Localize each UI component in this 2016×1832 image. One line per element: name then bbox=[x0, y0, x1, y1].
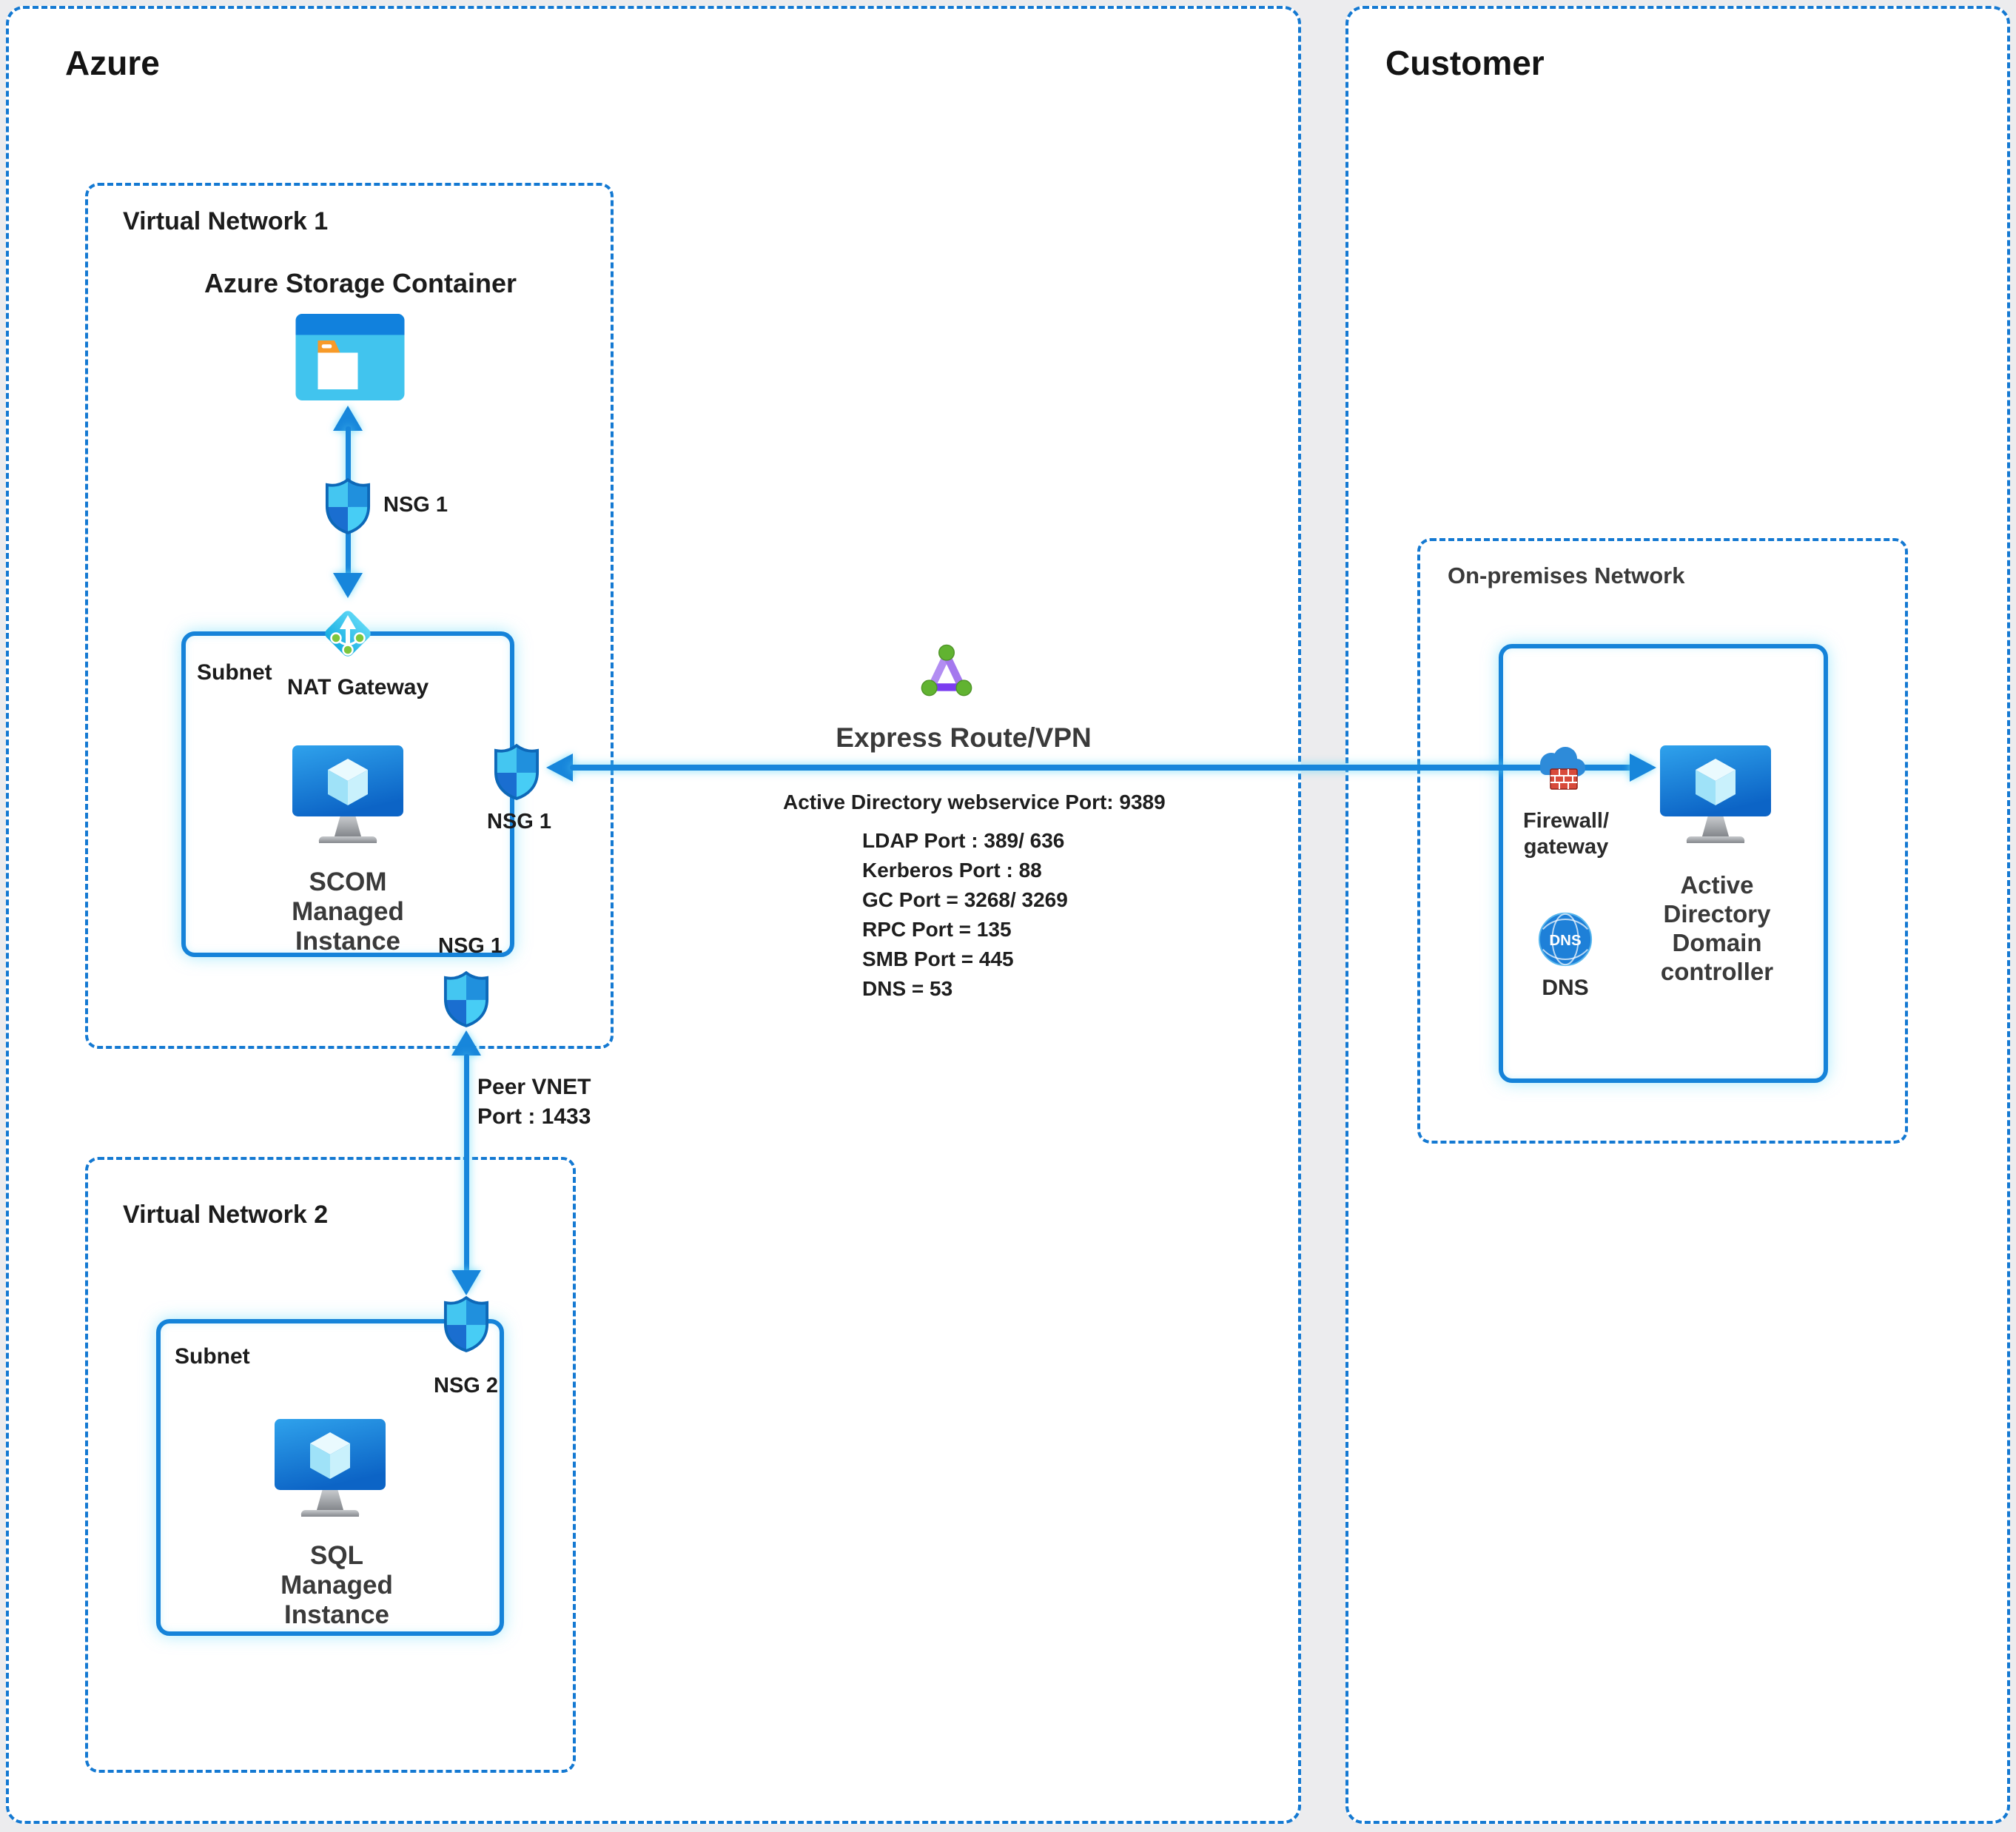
on-premises-network-boundary bbox=[1417, 538, 1908, 1144]
port-list: LDAP Port : 389/ 636 Kerberos Port : 88 … bbox=[862, 826, 1068, 1004]
ad-label-line3: Domain bbox=[1672, 929, 1762, 956]
ad-webservice-port-header: Active Directory webservice Port: 9389 bbox=[783, 791, 1166, 813]
nsg1-bottom-label: NSG 1 bbox=[438, 934, 503, 958]
port-list-item: DNS = 53 bbox=[862, 977, 953, 1000]
scom-label-line2: Managed Instance bbox=[292, 897, 404, 956]
azure-storage-container-icon bbox=[295, 312, 406, 402]
peer-vnet-label-line1: Peer VNET bbox=[477, 1075, 591, 1099]
on-premises-network-label: On-premises Network bbox=[1448, 563, 1685, 588]
azure-cloud-boundary bbox=[6, 6, 1301, 1824]
peer-vnet-link-line bbox=[464, 1054, 469, 1273]
azure-storage-container-label: Azure Storage Container bbox=[204, 268, 517, 298]
sql-label-line1: SQL bbox=[310, 1541, 363, 1570]
virtual-network-2-boundary bbox=[85, 1157, 576, 1773]
dns-label: DNS bbox=[1542, 976, 1589, 1000]
subnet1-label: Subnet bbox=[197, 660, 272, 685]
firewall-label-line1: Firewall/ bbox=[1522, 809, 1610, 833]
active-directory-domain-controller-icon bbox=[1658, 743, 1773, 854]
dns-icon: DNS bbox=[1536, 910, 1594, 968]
arrow-up-to-nsg-bottom bbox=[451, 1030, 481, 1056]
azure-title: Azure bbox=[65, 44, 160, 82]
firewall-label-line2: gateway bbox=[1523, 835, 1609, 859]
nat-gateway-icon bbox=[317, 603, 379, 665]
nat-gateway-label: NAT Gateway bbox=[287, 675, 429, 699]
virtual-network-2-label: Virtual Network 2 bbox=[123, 1201, 329, 1229]
sql-label-line2: Managed Instance bbox=[280, 1571, 393, 1629]
arrow-down-to-nat bbox=[333, 573, 363, 598]
nsg-shield-icon-bottom bbox=[443, 970, 489, 1028]
customer-boundary bbox=[1345, 6, 2010, 1824]
scom-managed-instance-icon bbox=[290, 743, 406, 854]
scom-label-line1: SCOM bbox=[309, 868, 387, 896]
port-list-item: GC Port = 3268/ 3269 bbox=[862, 888, 1068, 911]
virtual-network-1-label: Virtual Network 1 bbox=[123, 207, 329, 235]
dns-icon-text: DNS bbox=[1549, 932, 1581, 949]
arrow-right-to-ad bbox=[1630, 754, 1656, 782]
ad-label-line4: controller bbox=[1660, 958, 1774, 985]
subnet2-boundary bbox=[156, 1319, 504, 1636]
active-directory-label: Active Directory Domain controller bbox=[1656, 870, 1778, 986]
port-list-item: SMB Port = 445 bbox=[862, 947, 1014, 970]
ad-label-line2: Directory bbox=[1663, 900, 1771, 927]
nsg2-label: NSG 2 bbox=[434, 1374, 499, 1398]
sql-managed-instance-icon bbox=[272, 1417, 388, 1528]
arrow-down-to-nsg2 bbox=[451, 1270, 481, 1295]
nsg1-right-label: NSG 1 bbox=[487, 810, 552, 833]
firewall-gateway-icon bbox=[1532, 739, 1594, 798]
nsg1-top-label: NSG 1 bbox=[383, 493, 448, 517]
ad-label-line1: Active bbox=[1680, 871, 1754, 899]
port-list-item: LDAP Port : 389/ 636 bbox=[862, 829, 1065, 852]
virtual-network-1-boundary bbox=[85, 183, 614, 1049]
nsg-shield-icon-top bbox=[325, 477, 371, 535]
nsg2-shield-icon bbox=[443, 1295, 489, 1353]
customer-title: Customer bbox=[1385, 44, 1545, 82]
port-list-item: Kerberos Port : 88 bbox=[862, 859, 1042, 882]
on-premises-inner-boundary bbox=[1499, 644, 1828, 1083]
subnet2-label: Subnet bbox=[175, 1344, 250, 1369]
express-route-link-line bbox=[570, 765, 1636, 771]
arrow-left-to-scom-subnet bbox=[546, 754, 573, 782]
express-route-vpn-label: Express Route/VPN bbox=[836, 722, 1092, 753]
express-route-vpn-icon bbox=[915, 641, 978, 700]
nsg-shield-icon-right bbox=[494, 743, 540, 801]
peer-vnet-label-line2: Port : 1433 bbox=[477, 1104, 591, 1129]
firewall-gateway-label: Firewall/ gateway bbox=[1520, 808, 1612, 860]
port-list-item: RPC Port = 135 bbox=[862, 918, 1012, 941]
